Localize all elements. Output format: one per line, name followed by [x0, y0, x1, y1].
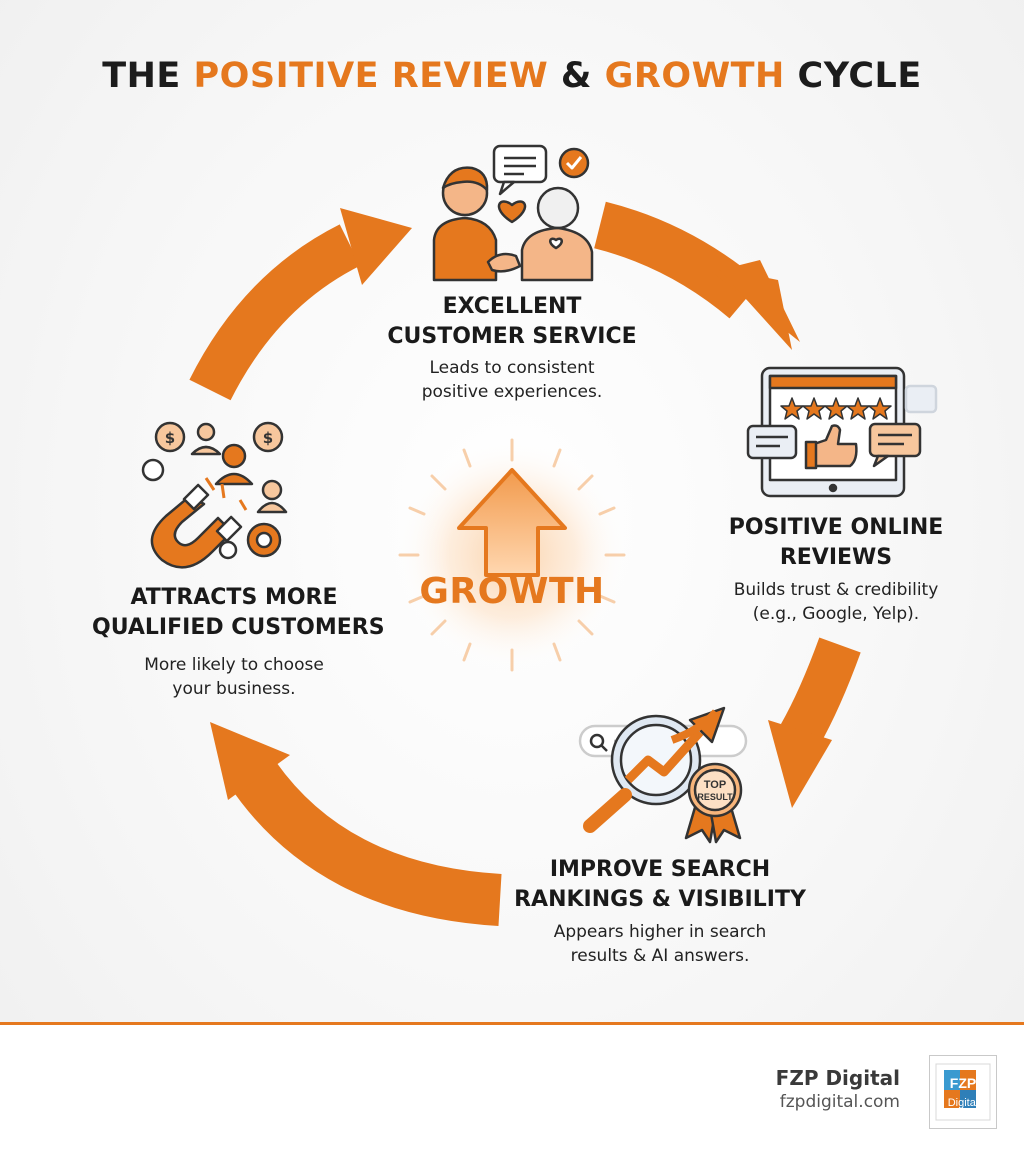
rankings-desc-line1: Appears higher in search: [553, 922, 767, 942]
magnet-customers-icon: [141, 421, 288, 569]
title-part-2: POSITIVE REVIEW: [193, 56, 549, 96]
logo-text-1: FZP: [950, 1075, 976, 1091]
title-part-1: THE: [102, 56, 194, 96]
service-desc-line2: positive experiences.: [421, 382, 603, 402]
customers-title-line1: ATTRACTS MORE: [130, 585, 338, 610]
customers-desc-line2: your business.: [172, 679, 296, 699]
reviews-title-line1: POSITIVE ONLINE: [728, 515, 944, 540]
badge-line2: RESULT: [697, 792, 733, 802]
up-arrow-icon: [457, 468, 567, 577]
tablet-reviews-icon: [746, 366, 938, 498]
brand-logo: FZP Digital: [929, 1055, 997, 1129]
reviews-desc: Builds trust & credibility (e.g., Google…: [706, 578, 966, 626]
customers-desc-line1: More likely to choose: [144, 655, 324, 675]
dollar-glyph-1: $: [165, 429, 175, 447]
rankings-title: IMPROVE SEARCH RANKINGS & VISIBILITY: [500, 855, 820, 915]
handshake-icon: [432, 144, 594, 282]
customers-desc: More likely to choose your business.: [92, 653, 376, 701]
badge-line1: TOP: [704, 779, 726, 791]
footer: [0, 1025, 1024, 1154]
footer-divider: [0, 1022, 1024, 1025]
rankings-title-line1: IMPROVE SEARCH: [549, 857, 771, 882]
growth-sun: [397, 438, 627, 672]
service-title: EXCELLENT CUSTOMER SERVICE: [362, 292, 662, 352]
rankings-desc: Appears higher in search results & AI an…: [500, 920, 820, 968]
service-desc: Leads to consistent positive experiences…: [362, 356, 662, 404]
cycle-arrow-bottom: [210, 722, 502, 926]
reviews-title-line2: REVIEWS: [779, 545, 893, 570]
logo-text-2: Digital: [948, 1097, 979, 1109]
service-title-line2: CUSTOMER SERVICE: [387, 324, 637, 349]
reviews-title: POSITIVE ONLINE REVIEWS: [706, 513, 966, 573]
title-part-4: GROWTH: [604, 56, 785, 96]
reviews-desc-line1: Builds trust & credibility: [733, 580, 939, 600]
customers-title: ATTRACTS MORE QUALIFIED CUSTOMERS: [92, 583, 385, 643]
cycle-arrow-top-right: [593, 201, 800, 350]
cycle-arrow-right: [768, 637, 861, 808]
dollar-glyph-2: $: [263, 429, 273, 447]
logo-icon: FZP Digital: [935, 1063, 991, 1121]
growth-label: GROWTH: [419, 571, 605, 612]
title-part-3: &: [548, 56, 605, 96]
brand-name: FZP Digital: [775, 1066, 900, 1090]
service-title-line1: EXCELLENT: [442, 294, 582, 319]
brand-url[interactable]: fzpdigital.com: [779, 1092, 900, 1112]
cycle-arrow-left: [189, 208, 412, 401]
page-title: THE POSITIVE REVIEW & GROWTH CYCLE: [0, 56, 1024, 96]
rankings-desc-line2: results & AI answers.: [570, 946, 750, 966]
magnifier-growth-icon: [578, 706, 748, 844]
title-part-5: CYCLE: [784, 56, 922, 96]
customers-title-line2: QUALIFIED CUSTOMERS: [92, 615, 385, 640]
rankings-title-line2: RANKINGS & VISIBILITY: [514, 887, 806, 912]
service-desc-line1: Leads to consistent: [429, 358, 595, 378]
reviews-desc-line2: (e.g., Google, Yelp).: [752, 604, 920, 624]
